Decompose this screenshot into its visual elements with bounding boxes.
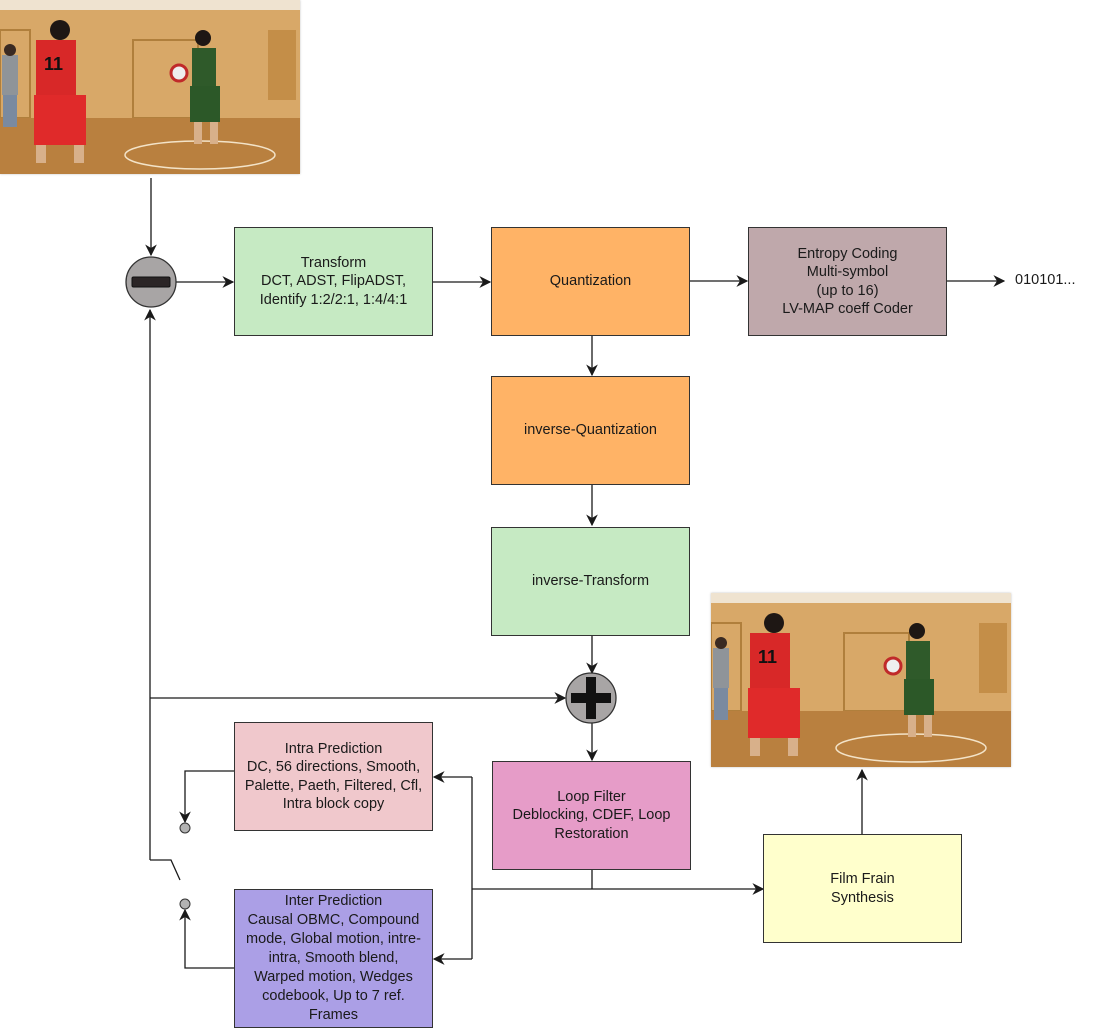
transform-block: Transform DCT, ADST, FlipADST, Identify … (234, 227, 433, 336)
intra-prediction-block-label: Intra Prediction DC, 56 directions, Smoo… (244, 740, 423, 813)
intra-prediction-block: Intra Prediction DC, 56 directions, Smoo… (234, 722, 433, 831)
bitstream-output-label: 010101... (1015, 272, 1076, 288)
inter-prediction-block-label: Inter Prediction Causal OBMC, Compound m… (246, 893, 421, 1023)
input-frame-image: 11 (0, 0, 300, 174)
inverse-quantization-block: inverse-Quantization (491, 376, 690, 485)
minus-icon (131, 276, 171, 288)
arrow-intra-to-switch (179, 770, 234, 824)
quantization-block-label: Quantization (549, 273, 632, 290)
arrow-inter-to-switch (179, 908, 234, 969)
plus-icon-vertical (586, 677, 596, 719)
entropy-coding-block: Entropy Coding Multi-symbol (up to 16) L… (748, 227, 947, 336)
svg-text:11: 11 (758, 647, 777, 667)
subtract-node (125, 256, 177, 308)
film-grain-synthesis-block: Film Frain Synthesis (763, 834, 962, 943)
film-grain-synthesis-block-label: Film Frain Synthesis (830, 871, 895, 906)
switch-arm (150, 859, 181, 881)
inverse-transform-block: inverse-Transform (491, 527, 690, 636)
output-frame-image: 11 (711, 593, 1011, 767)
quantization-block: Quantization (491, 227, 690, 336)
svg-text:11: 11 (44, 54, 63, 74)
inverse-quantization-block-label: inverse-Quantization (524, 422, 657, 439)
inverse-transform-block-label: inverse-Transform (531, 573, 650, 590)
add-node (565, 672, 617, 724)
switch-contact-intra[interactable] (179, 822, 191, 834)
switch-contact-inter[interactable] (179, 898, 191, 910)
entropy-coding-block-label: Entropy Coding Multi-symbol (up to 16) L… (782, 245, 913, 318)
inter-prediction-block: Inter Prediction Causal OBMC, Compound m… (234, 889, 433, 1028)
loop-filter-block-label: Loop Filter Deblocking, CDEF, Loop Resto… (512, 788, 671, 842)
transform-block-label: Transform DCT, ADST, FlipADST, Identify … (259, 254, 408, 308)
loop-filter-block: Loop Filter Deblocking, CDEF, Loop Resto… (492, 761, 691, 870)
